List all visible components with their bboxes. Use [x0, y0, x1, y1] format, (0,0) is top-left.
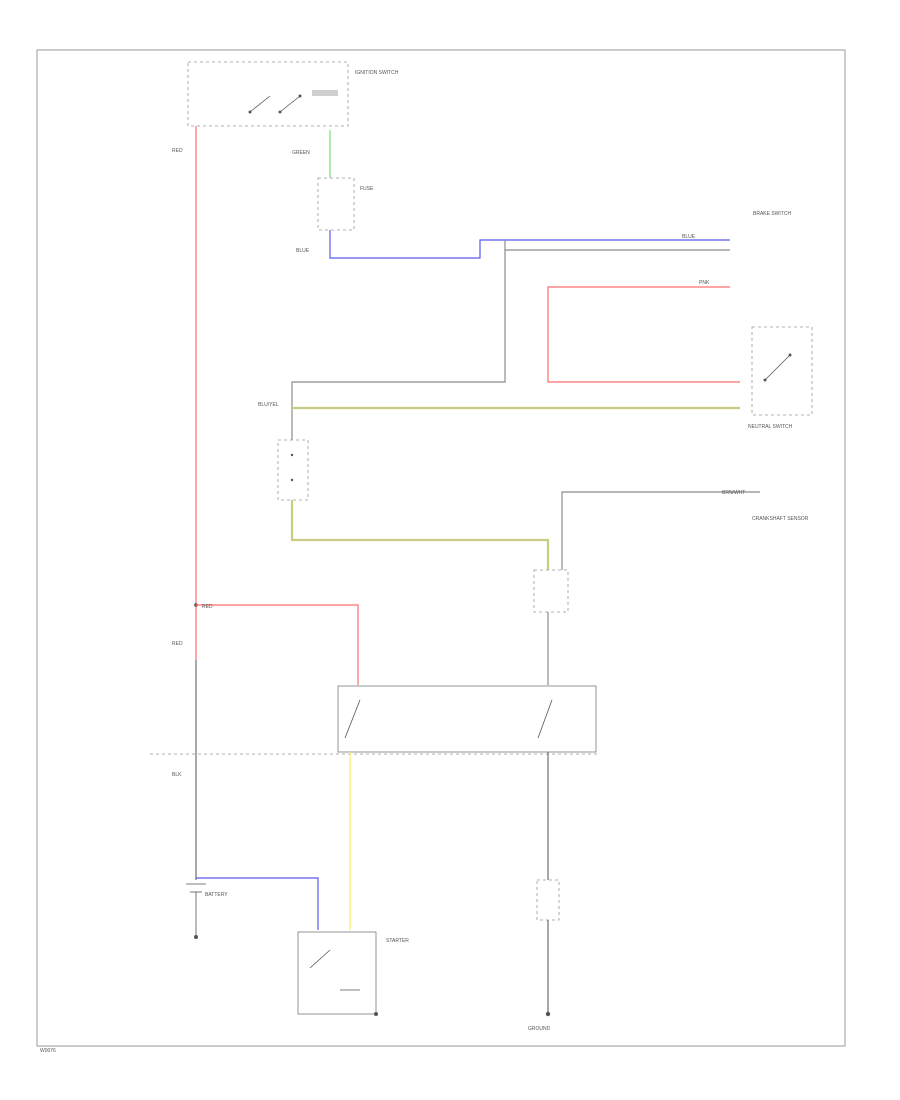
wire-label-blue-top: BLUE	[296, 248, 310, 254]
battery: BATTERY	[186, 883, 228, 939]
wire-label-green: GREEN	[292, 150, 310, 156]
starter-label: STARTER	[386, 938, 409, 944]
neutral-switch: NEUTRAL SWITCH	[748, 326, 813, 430]
main-power-wire: RED RED	[172, 126, 198, 660]
brake-switch-label: BRAKE SWITCH	[753, 211, 791, 217]
gray-wire-right	[561, 491, 760, 570]
relay-block	[533, 569, 569, 613]
ground-point	[545, 1011, 551, 1017]
ground-label: GROUND	[528, 1026, 551, 1032]
wire-label-blu-yel: BLU/YEL	[258, 402, 279, 408]
wire-label-brn-wht: BRN/WHT	[722, 490, 745, 496]
wire-label-pnk: PNK	[699, 280, 710, 286]
neutral-switch-label: NEUTRAL SWITCH	[748, 424, 793, 430]
red-branch-wire	[196, 604, 359, 685]
starter: STARTER	[297, 931, 409, 1016]
wire-label-blk: BLK	[172, 772, 182, 778]
footer-code: W0076	[40, 1048, 56, 1054]
blue-wire	[329, 230, 730, 259]
gray-wire-mid	[291, 250, 506, 440]
sensor-box	[536, 879, 560, 921]
wire-label-red-top: RED	[172, 148, 183, 154]
wire-label-red-left: RED	[172, 641, 183, 647]
diagram-frame	[36, 49, 846, 1047]
fuse-block: FUSE	[317, 177, 374, 231]
wire-label-blue-right: BLUE	[682, 234, 696, 240]
battery-cable	[196, 877, 319, 930]
gray-wire-top	[504, 240, 730, 251]
ignition-switch-label: IGNITION SWITCH	[355, 70, 399, 76]
control-module	[277, 439, 309, 501]
fuse-label: FUSE	[360, 186, 374, 192]
starter-relay	[150, 685, 600, 755]
battery-label: BATTERY	[205, 892, 228, 898]
wire-label-red-mid: RED	[202, 604, 213, 610]
signal-wire-lower	[290, 500, 550, 570]
pink-wire	[547, 286, 740, 383]
crankshaft-sensor-label: CRANKSHAFT SENSOR	[752, 516, 809, 522]
ignition-switch: IGNITION SWITCH	[187, 61, 399, 127]
